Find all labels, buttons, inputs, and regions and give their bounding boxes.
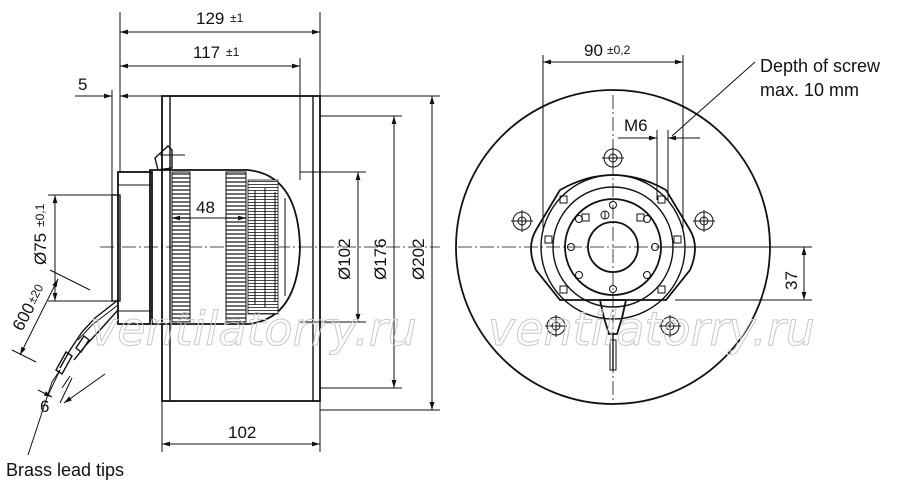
brass-tips-leader (27, 381, 53, 456)
dim-176-value: Ø176 (371, 238, 390, 280)
motor-body (149, 169, 301, 325)
dim-600: 600 ±20 (9, 269, 91, 363)
dim-48-value: 48 (196, 198, 215, 217)
dim-102-dia-value: Ø102 (335, 238, 354, 280)
dim-117-tol: ±1 (226, 45, 240, 59)
dim-600-tol: ±20 (25, 282, 47, 306)
screw-depth-note-line1: Depth of screw (760, 56, 881, 76)
dim-129: 129 ±1 (119, 9, 321, 172)
screw-depth-note-line2: max. 10 mm (760, 80, 859, 100)
watermark-right: ventilatorry.ru (488, 302, 815, 356)
dim-102-width-value: 102 (228, 423, 256, 442)
cable (59, 299, 119, 369)
screw-depth-leader (671, 61, 756, 137)
dim-75-value: Ø75 (31, 233, 50, 265)
dim-5-value: 5 (78, 75, 87, 94)
dim-102-dia: Ø102 (300, 171, 366, 323)
dim-m6-value: M6 (624, 116, 648, 135)
motor-flange (117, 171, 153, 325)
flange-screws (544, 195, 682, 294)
dim-129-tol: ±1 (230, 11, 244, 25)
dim-176: Ø176 (320, 115, 402, 389)
fan-wheel-outline (161, 95, 321, 402)
brass-lead-tips-label: Brass lead tips (6, 460, 124, 480)
dim-202: Ø202 (320, 95, 440, 411)
dim-75: Ø75 ±0,1 (31, 194, 112, 302)
dim-37: 37 (660, 246, 812, 301)
dim-37-value: 37 (782, 271, 801, 290)
side-view (27, 95, 440, 456)
dim-202-value: Ø202 (409, 238, 428, 280)
dim-129-value: 129 (196, 9, 224, 28)
dim-48: 48 (172, 198, 246, 221)
dim-90-tol: ±0,2 (607, 43, 631, 57)
dim-m6: M6 (618, 116, 700, 200)
m6-mounting-holes (511, 147, 715, 337)
front-view (455, 89, 780, 405)
dim-90-value: 90 (584, 41, 603, 60)
dim-75-tol: ±0,1 (33, 203, 47, 227)
dim-6: 6 (37, 369, 106, 416)
dim-102-width: 102 (161, 401, 321, 452)
dim-6-value: 6 (40, 397, 49, 416)
cable-gland (598, 299, 628, 335)
dim-117-value: 117 (193, 43, 220, 62)
dim-90: 90 ±0,2 (542, 41, 684, 232)
dim-5: 5 (75, 75, 165, 195)
dim-117: 117 ±1 (120, 43, 301, 180)
watermark-left: ventilatorry.ru (90, 302, 417, 356)
hub-bore (587, 221, 639, 273)
